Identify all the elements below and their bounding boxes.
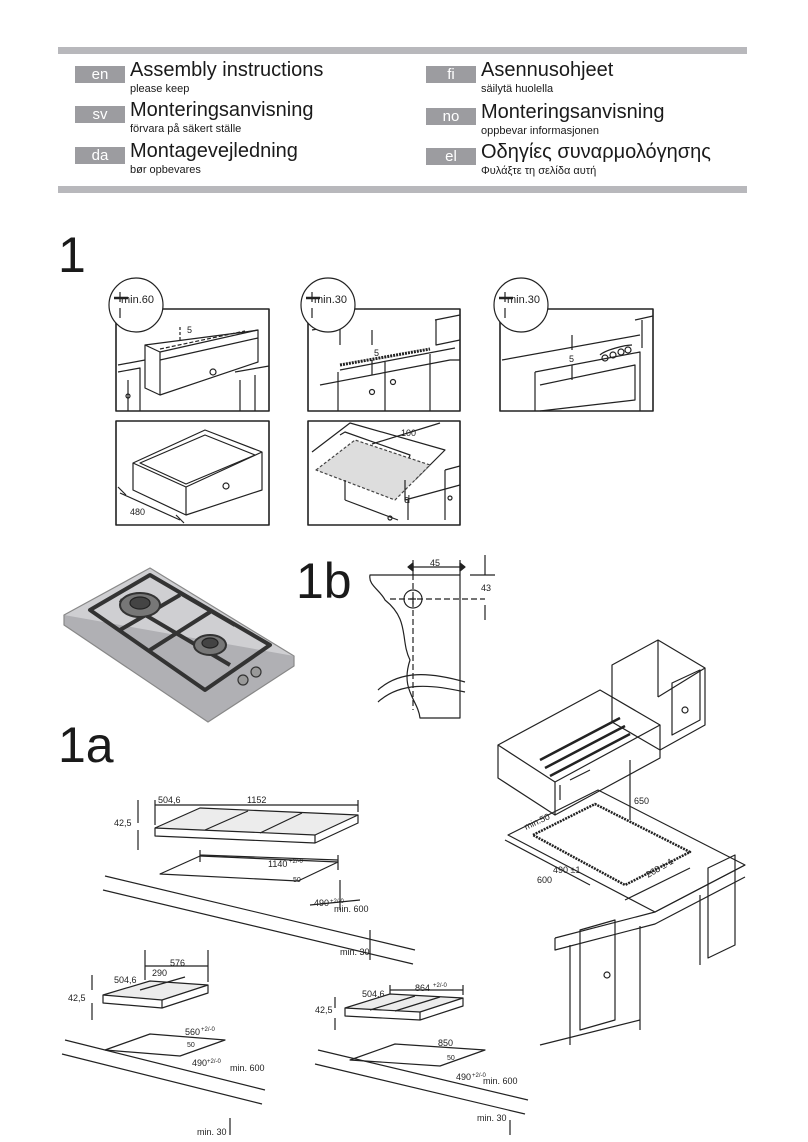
large-cutdepth-tol-label: +2/-0 [330,899,345,905]
panel-cutout-depth [307,420,461,526]
panel-oven-clearance [493,277,654,412]
clearance-label-2: min.30 [314,294,347,306]
small-min30-label: min. 30 [197,1127,227,1137]
gas-cooktop-illustration [63,567,295,723]
medium-inset-label: 50 [447,1055,455,1062]
d-label: d [404,494,410,506]
medium-width-tol-label: +2/-0 [433,983,448,989]
medium-cutdepth-label: 490 [456,1072,471,1082]
lang-title: Asennusohjeet [481,59,614,81]
small-cut-tol-label: +2/-0 [201,1027,216,1033]
gap-label-1: 5 [187,325,192,335]
small-half-label: 290 [152,968,167,978]
lang-title: Assembly instructions [130,59,324,81]
hood-490-label: 490 ±1 [553,865,580,875]
step-1-number: 1 [58,227,86,283]
large-min600-label: min. 600 [334,904,369,914]
large-height-label: 42,5 [114,818,132,828]
small-cut-label: 560 [185,1027,200,1037]
gap-label-2: 5 [374,348,379,358]
fig-1a-cutout-576 [61,950,266,1135]
small-width-label: 576 [170,958,185,968]
lang-subtitle: oppbevar informasjonen [481,125,600,137]
small-depth-label: 504,6 [114,975,137,985]
large-inset-label: 50 [293,877,301,884]
header-bottom-rule [58,186,747,193]
lang-title: Monteringsanvisning [130,99,314,121]
small-inset-label: 50 [187,1042,195,1049]
panel-drawer-depth [115,420,270,526]
panel-cooktop-clearance-30-a [300,277,461,412]
medium-depth-label: 504,6 [362,989,385,999]
fig1b-width-label: 45 [430,558,440,568]
lang-code-badge: no [426,108,476,125]
lang-code-badge: fi [426,66,476,83]
hood-650-label: 650 [634,796,649,806]
lang-subtitle: please keep [130,83,190,95]
large-cutdepth-label: 490 [314,898,329,908]
medium-width-label: 864 [415,983,430,993]
cutout-depth-label: 100 [401,428,416,438]
clearance-label-3: min.30 [507,294,540,306]
gap-label-3: 5 [569,354,574,364]
drawer-depth-label: 480 [130,507,145,517]
hood-600-label: 600 [537,875,552,885]
lang-subtitle: förvara på säkert ställe [130,123,242,135]
hood-cabinet-illustration [497,639,746,1046]
lang-code-badge: da [75,147,125,164]
hood-min50-label: min.50 [523,811,552,831]
fig-1a-cutout-864 [314,985,529,1135]
lang-code-badge: sv [75,106,125,123]
lang-code-badge: el [426,148,476,165]
panel-drawer-clearance [108,277,270,412]
medium-cut-label: 850 [438,1038,453,1048]
large-width-label: 1152 [247,795,266,805]
large-cut-tol-label: +2/-0 [289,859,304,865]
lang-title: Οδηγίες συναρμολόγησης [481,141,711,163]
lang-title: Montagevejledning [130,140,298,162]
fig-1a-cutout-1152 [102,800,416,965]
medium-min600-label: min. 600 [483,1076,518,1086]
small-cutdepth-tol-label: +2/-0 [207,1059,222,1065]
medium-min30-label: min. 30 [477,1113,507,1123]
large-min30-label: min. 30 [340,947,370,957]
large-cut-label: 1140 [268,859,287,869]
step-1b-number: 1b [296,553,352,609]
clearance-label-1: min.60 [121,294,154,306]
step-1a-number: 1a [58,717,114,773]
lang-subtitle: säilytä huolella [481,83,554,95]
small-min600-label: min. 600 [230,1063,265,1073]
hood-268-label: 268 ± 1 [644,856,675,880]
fig-1b-gas-connection [369,555,495,719]
lang-subtitle: Φυλάξτε τη σελίδα αυτή [481,165,597,177]
header-top-rule [58,47,747,54]
medium-cutdepth-tol-label: +2/-0 [472,1073,487,1079]
lang-title: Monteringsanvisning [481,101,665,123]
fig1b-height-label: 43 [481,583,491,593]
large-depth-label: 504,6 [158,795,181,805]
medium-height-label: 42,5 [315,1005,333,1015]
lang-subtitle: bør opbevares [130,164,201,176]
small-cutdepth-label: 490 [192,1058,207,1068]
small-height-label: 42,5 [68,993,86,1003]
lang-code-badge: en [75,66,125,83]
